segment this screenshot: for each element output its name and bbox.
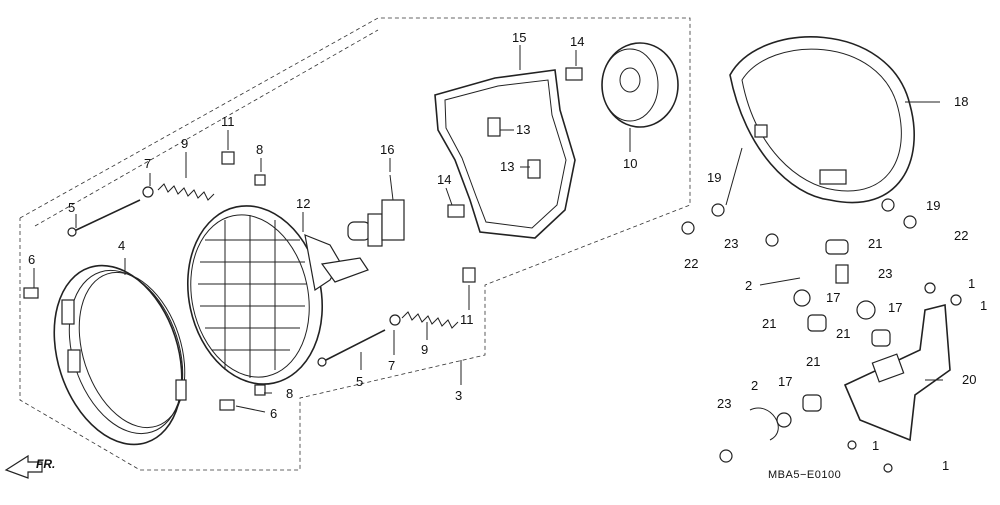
callout-16: 16 (380, 142, 394, 157)
callout-1c: 1 (872, 438, 879, 453)
callout-11b: 11 (460, 312, 474, 327)
callout-6b: 6 (270, 406, 277, 421)
callout-14b: 14 (437, 172, 451, 187)
front-direction-label: FR. (36, 457, 55, 471)
callout-17: 17 (826, 290, 840, 305)
callout-7: 7 (144, 156, 151, 171)
adjusting-screw-upper (67, 151, 266, 237)
callout-23: 23 (724, 236, 738, 251)
headlight-case-bracket (434, 67, 583, 239)
callout-21c: 21 (836, 326, 850, 341)
headlight-case-shell (729, 36, 915, 204)
callout-18: 18 (954, 94, 968, 109)
socket-cover (601, 42, 679, 128)
callout-4: 4 (118, 238, 125, 253)
callout-3: 3 (455, 388, 462, 403)
callout-2: 2 (745, 278, 752, 293)
mounting-bracket (843, 303, 951, 442)
callout-2b: 2 (751, 378, 758, 393)
callout-9: 9 (181, 136, 188, 151)
callout-5b: 5 (356, 374, 363, 389)
callout-14: 14 (570, 34, 584, 49)
callout-6: 6 (28, 252, 35, 267)
headlight-rim (53, 264, 187, 446)
callout-15: 15 (512, 30, 526, 45)
callout-13: 13 (516, 122, 530, 137)
callout-11: 11 (221, 114, 235, 129)
callout-21: 21 (868, 236, 882, 251)
adjusting-screw-lower (23, 267, 476, 411)
callout-20: 20 (962, 372, 976, 387)
callout-22b: 22 (684, 256, 698, 271)
mount-hardware (681, 198, 962, 473)
callout-1b: 1 (980, 298, 987, 313)
headlight-bulb (347, 174, 405, 247)
callout-1: 1 (968, 276, 975, 291)
callout-12: 12 (296, 196, 310, 211)
callout-21b: 21 (762, 316, 776, 331)
callout-19b: 19 (926, 198, 940, 213)
callout-8b: 8 (286, 386, 293, 401)
assembly-boundary (19, 17, 691, 471)
callout-23c: 23 (717, 396, 731, 411)
callout-17b: 17 (888, 300, 902, 315)
callout-5: 5 (68, 200, 75, 215)
callout-22: 22 (954, 228, 968, 243)
leader-lines (33, 45, 943, 413)
callout-17c: 17 (778, 374, 792, 389)
callout-labels: 4 6 5 7 9 11 8 12 16 15 14 13 13 14 10 1… (28, 30, 987, 473)
callout-10: 10 (623, 156, 637, 171)
callout-21d: 21 (806, 354, 820, 369)
callout-19: 19 (707, 170, 721, 185)
callout-23b: 23 (878, 266, 892, 281)
callout-7b: 7 (388, 358, 395, 373)
callout-9b: 9 (421, 342, 428, 357)
headlight-unit (186, 205, 369, 385)
callout-8: 8 (256, 142, 263, 157)
assembly-boundary-inner (34, 29, 379, 227)
callout-13b: 13 (500, 159, 514, 174)
front-direction-arrow: FR. (4, 454, 55, 479)
callout-1d: 1 (942, 458, 949, 473)
drawing-code: MBA5−E0100 (768, 469, 841, 481)
